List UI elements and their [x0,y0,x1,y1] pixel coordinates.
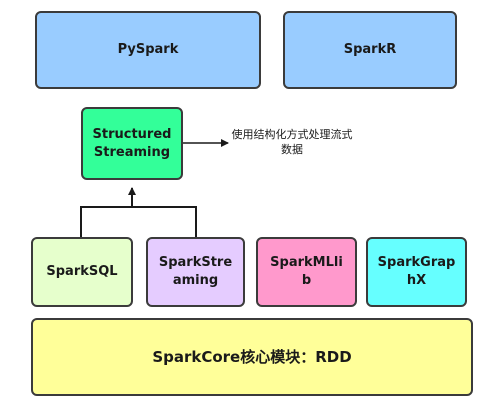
node-sparkr-label: SparkR [343,42,397,57]
node-structured-streaming-label: StructuredStreaming [92,126,172,160]
node-structured-streaming: StructuredStreaming [81,107,183,180]
node-pyspark-label: PySpark [117,42,179,57]
node-spark-streaming: SparkStreaming [146,237,245,307]
node-spark-mllib: SparkMLlib [256,237,357,307]
node-spark-graphx-label: SparkGraphX [377,255,456,288]
annotation-note: 使用结构化方式处理流式数据 [231,128,353,156]
node-spark-streaming-label: SparkStreaming [158,255,233,288]
connector-streaming-to-structured [132,206,197,237]
node-pyspark: PySpark [35,11,261,89]
node-sparksql: SparkSQL [31,237,133,307]
node-sparkr: SparkR [283,11,457,89]
node-spark-mllib-label: SparkMLlib [270,255,343,288]
node-spark-core-label: SparkCore核心模块：RDD [152,348,352,366]
node-sparksql-label: SparkSQL [46,264,118,279]
node-spark-graphx: SparkGraphX [366,237,467,307]
connector-sparksql-to-structured [80,206,132,237]
node-spark-core: SparkCore核心模块：RDD [31,318,473,396]
